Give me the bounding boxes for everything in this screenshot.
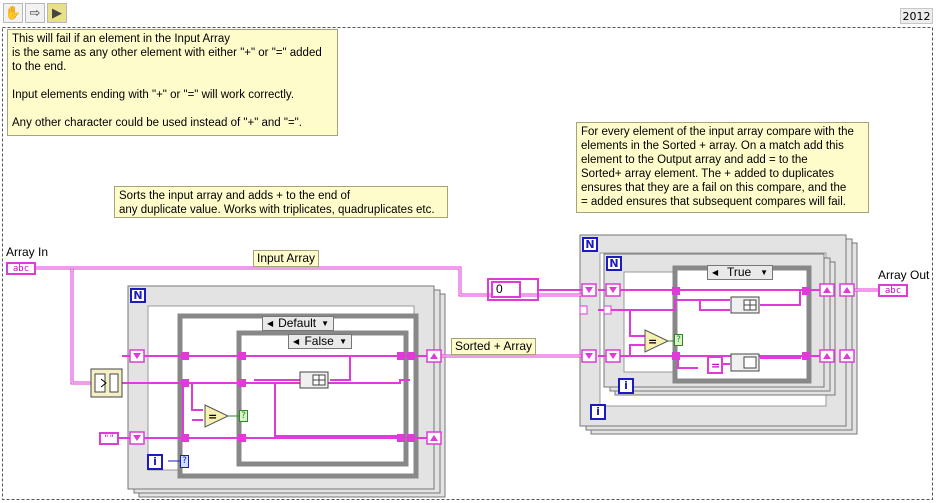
index-tunnels bbox=[579, 305, 612, 315]
concatenate-node-right bbox=[730, 353, 760, 372]
array-in-label: Array In bbox=[6, 245, 49, 259]
hand-icon[interactable]: ✋ bbox=[3, 3, 23, 23]
case-selector-terminal-outer-left[interactable]: ? bbox=[180, 455, 189, 468]
build-array-node-left bbox=[299, 371, 329, 389]
case-prev-icon[interactable]: ◀ bbox=[712, 268, 719, 277]
sort-note: Sorts the input array and adds + to the … bbox=[114, 186, 448, 218]
case-prev-icon[interactable]: ◀ bbox=[267, 319, 274, 328]
case-prev-icon[interactable]: ◀ bbox=[293, 337, 300, 346]
equal-node-right: = bbox=[644, 329, 670, 353]
svg-text:=: = bbox=[711, 359, 720, 372]
chevron-down-icon[interactable]: ▼ bbox=[760, 268, 768, 277]
chevron-down-icon[interactable]: ▼ bbox=[321, 319, 329, 328]
tunnels bbox=[181, 287, 810, 442]
equals-string-constant bbox=[707, 356, 723, 374]
input-array-wire-label: Input Array bbox=[253, 250, 320, 267]
sorted-array-wire-label: Sorted + Array bbox=[451, 338, 537, 355]
string-wires bbox=[36, 266, 878, 440]
version-label: 2012 bbox=[900, 8, 933, 24]
compare-note: For every element of the input array com… bbox=[576, 122, 869, 213]
inner-case-selector-left[interactable]: ◀ False ▼ bbox=[288, 334, 352, 349]
diagram-frame bbox=[2, 27, 933, 500]
iteration-terminal-right-inner: i bbox=[618, 378, 634, 394]
outer-case-left-label: Default bbox=[278, 316, 317, 330]
build-array-node-right bbox=[730, 296, 760, 314]
labview-run-icon[interactable]: ▶ bbox=[47, 3, 67, 23]
empty-string-constant[interactable]: "" bbox=[99, 432, 119, 445]
zero-constant[interactable]: 0 bbox=[491, 281, 521, 298]
toolbar: ✋ ⇨ ▶ bbox=[0, 0, 75, 26]
array-out-terminal[interactable]: abc bbox=[878, 284, 908, 297]
chevron-down-icon[interactable]: ▼ bbox=[339, 337, 347, 346]
outer-case-selector-left[interactable]: ◀ Default ▼ bbox=[262, 316, 334, 331]
left-inner-case bbox=[236, 330, 409, 467]
loop-count-right-outer[interactable]: N bbox=[582, 237, 598, 252]
shift-register-arrows bbox=[133, 287, 851, 441]
loop-count-right-inner[interactable]: N bbox=[606, 256, 622, 271]
case-selector-right[interactable]: ◀ True ▼ bbox=[707, 265, 773, 280]
iteration-terminal-left: i bbox=[147, 454, 163, 470]
fail-note: This will fail if an element in the Inpu… bbox=[7, 29, 338, 136]
case-right-label: True bbox=[727, 265, 752, 279]
array-constant-frame bbox=[487, 278, 539, 301]
equal-node-left: = bbox=[204, 404, 230, 428]
case-selector-terminal-right[interactable]: ? bbox=[674, 334, 683, 346]
sort-array-node bbox=[90, 368, 123, 398]
array-in-terminal[interactable]: abc bbox=[6, 262, 36, 275]
case-selector-terminal-inner-left[interactable]: ? bbox=[239, 410, 248, 422]
loop-count-left[interactable]: N bbox=[130, 288, 146, 303]
svg-text:=: = bbox=[648, 335, 657, 348]
svg-text:=: = bbox=[208, 410, 217, 423]
array-out-label: Array Out bbox=[878, 268, 930, 282]
iteration-terminal-right-outer: i bbox=[590, 404, 606, 420]
arrow-right-icon[interactable]: ⇨ bbox=[25, 3, 45, 23]
inner-case-left-label: False bbox=[304, 334, 334, 348]
